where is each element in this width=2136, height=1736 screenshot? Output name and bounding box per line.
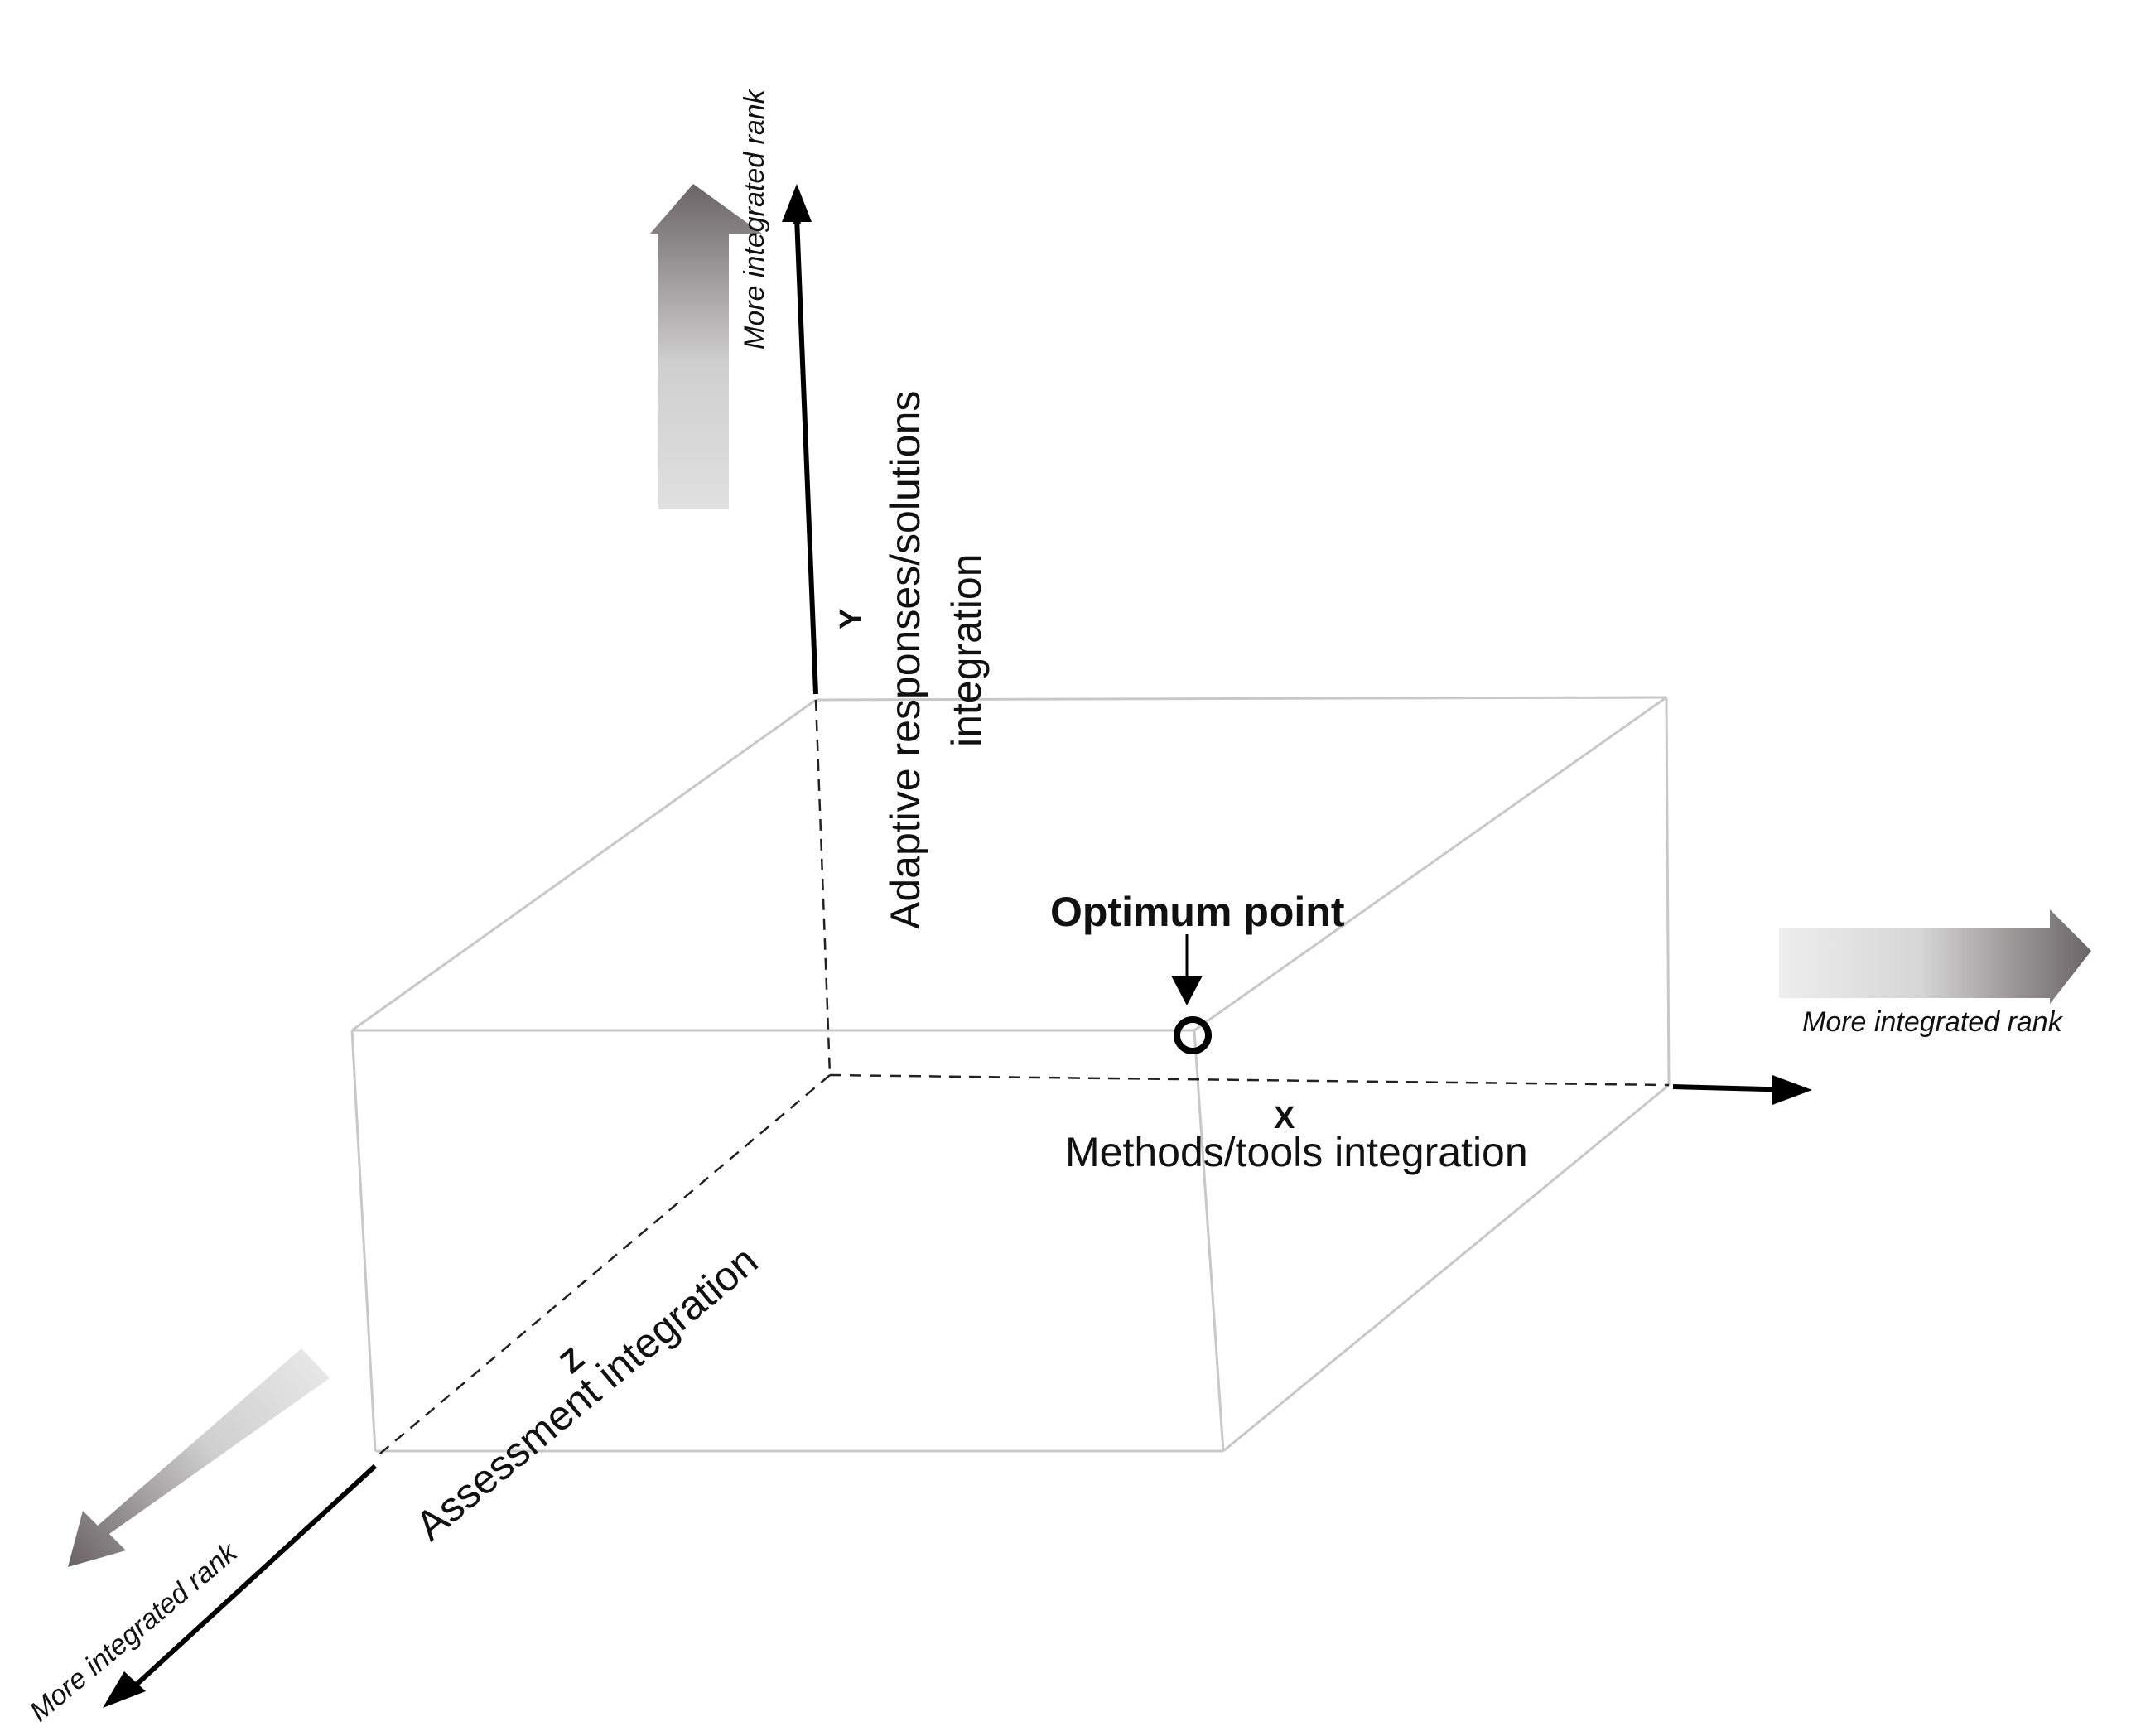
y-axis-arrow (793, 215, 818, 695)
optimum-marker (1171, 934, 1212, 1054)
axes (128, 215, 1799, 1692)
z-rank-label: More integrated rank (24, 1536, 244, 1728)
box-edge (351, 698, 817, 1032)
z-axis-arrowhead (103, 1671, 146, 1708)
optimum-label: Optimum point (1050, 889, 1345, 935)
x-rank-label: More integrated rank (1802, 1006, 2064, 1038)
y-axis-title-line1: Adaptive responses/solutions (882, 391, 928, 929)
hint-arrow-z (68, 1348, 330, 1567)
box-wireframe (350, 696, 1671, 1453)
box-edge (1193, 696, 1667, 1032)
box-edge (1222, 1083, 1670, 1453)
y-axis-arrowhead (782, 184, 812, 222)
z-axis-arrow (128, 1464, 378, 1692)
box-edge (1665, 697, 1671, 1086)
y-axis-title-line2: integration (943, 554, 990, 748)
box-edge (1193, 1030, 1225, 1452)
hint-arrow-y (650, 184, 762, 509)
x-axis-title: Methods/tools integration (1065, 1129, 1528, 1175)
box-edge (350, 1030, 377, 1452)
dashed-vertical-edge (814, 699, 832, 1076)
z-axis-title: Assessment integration (407, 1237, 766, 1549)
hint-arrow-x (1779, 909, 2091, 1004)
optimum-point-circle (1174, 1016, 1212, 1054)
x-axis-arrowhead (1772, 1075, 1812, 1105)
dashed-x-edge (829, 1073, 1670, 1087)
x-axis-letter: X (1274, 1101, 1295, 1136)
y-rank-label: More integrated rank (739, 88, 770, 350)
box-edge (815, 696, 1667, 702)
hidden-edges (374, 699, 1670, 1459)
y-axis-letter: Y (834, 609, 869, 629)
